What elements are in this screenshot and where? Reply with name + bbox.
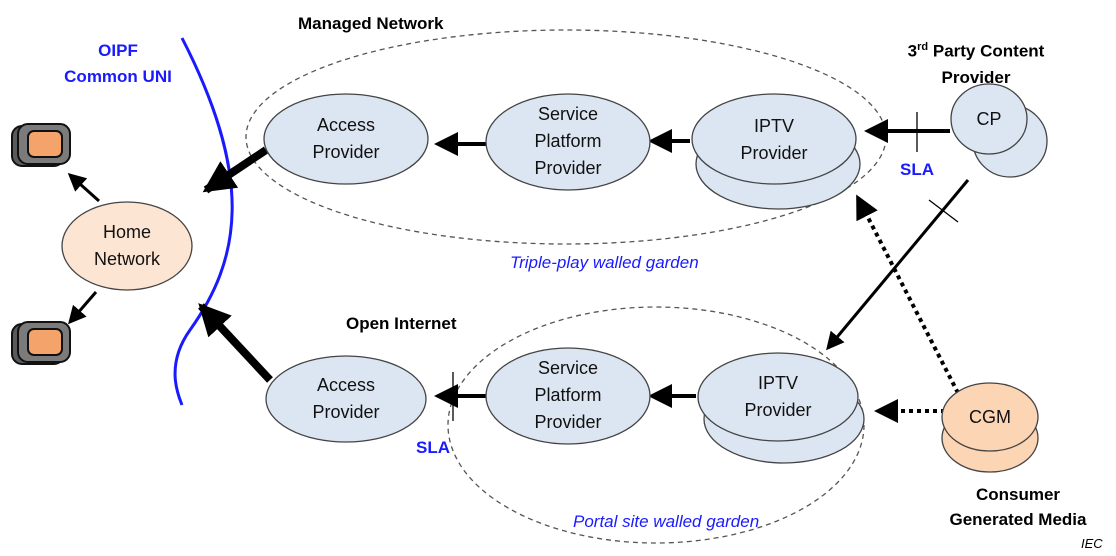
cp-node: CP <box>950 83 1048 178</box>
svg-text:Service: Service <box>538 104 598 124</box>
iptv-provider-top-node: IPTV Provider <box>691 93 861 210</box>
consumer-line1: Consumer <box>975 485 1061 504</box>
svg-text:Service: Service <box>538 358 598 378</box>
cp-link-tick <box>928 199 959 223</box>
svg-text:Provider: Provider <box>312 142 379 162</box>
home-to-tv-top-arrow <box>67 172 101 203</box>
svg-text:Network: Network <box>94 249 161 269</box>
consumer-line2: Generated Media <box>949 510 1087 529</box>
svg-text:Access: Access <box>317 375 375 395</box>
managed-network-label: Managed Network <box>298 14 444 33</box>
access-provider-top-node: Access Provider <box>263 93 429 185</box>
svg-text:Provider: Provider <box>534 158 601 178</box>
oipf-uni-line <box>173 37 234 406</box>
third-party-prefix: 3 <box>907 41 918 61</box>
access-bottom-to-home-arrow <box>198 303 273 383</box>
third-party-sup: rd <box>917 41 929 53</box>
third-party-line2: Provider <box>941 67 1011 87</box>
svg-text:Provider: Provider <box>534 412 601 432</box>
svg-text:Provider: Provider <box>312 402 379 422</box>
home-network-node: Home Network <box>61 201 193 291</box>
svg-text:CGM: CGM <box>969 407 1011 427</box>
cgm-node: CGM <box>941 382 1039 473</box>
svg-text:IPTV: IPTV <box>754 116 794 136</box>
consumer-generated-media-label: Consumer Generated Media <box>938 482 1098 532</box>
svg-text:IPTV: IPTV <box>758 373 798 393</box>
third-party-rest: Party Content <box>928 41 1045 61</box>
service-platform-provider-top-node: Service Platform Provider <box>485 93 651 191</box>
iec-label: IEC <box>1081 536 1103 551</box>
access-top-to-home-arrow <box>202 146 269 194</box>
svg-text:Provider: Provider <box>744 400 811 420</box>
sla-bottom-label: SLA <box>416 438 450 457</box>
oipf-common-uni-label: OIPF Common UNI <box>52 38 184 90</box>
home-to-tv-bottom-arrow <box>68 291 98 325</box>
triple-play-walled-garden-label: Triple-play walled garden <box>510 253 699 272</box>
cp-to-iptv-bottom-arrow <box>826 179 970 351</box>
access-provider-bottom-node: Access Provider <box>265 355 427 443</box>
sla-top-label: SLA <box>900 160 934 179</box>
iptv-provider-bottom-node: IPTV Provider <box>697 352 865 464</box>
oipf-label-line2: Common UNI <box>64 67 172 86</box>
tv-icon <box>11 321 71 365</box>
svg-text:Access: Access <box>317 115 375 135</box>
service-platform-provider-bottom-node: Service Platform Provider <box>485 347 651 445</box>
svg-text:Provider: Provider <box>740 143 807 163</box>
oipf-label-line1: OIPF <box>98 41 138 60</box>
svg-text:Platform: Platform <box>534 131 601 151</box>
portal-site-walled-garden-label: Portal site walled garden <box>573 512 760 531</box>
svg-text:CP: CP <box>976 109 1001 129</box>
tv-icon <box>11 123 71 167</box>
open-internet-label: Open Internet <box>346 314 457 333</box>
third-party-content-provider-label: 3rd Party Content Provider <box>888 34 1064 91</box>
svg-text:Platform: Platform <box>534 385 601 405</box>
svg-text:Home: Home <box>103 222 151 242</box>
